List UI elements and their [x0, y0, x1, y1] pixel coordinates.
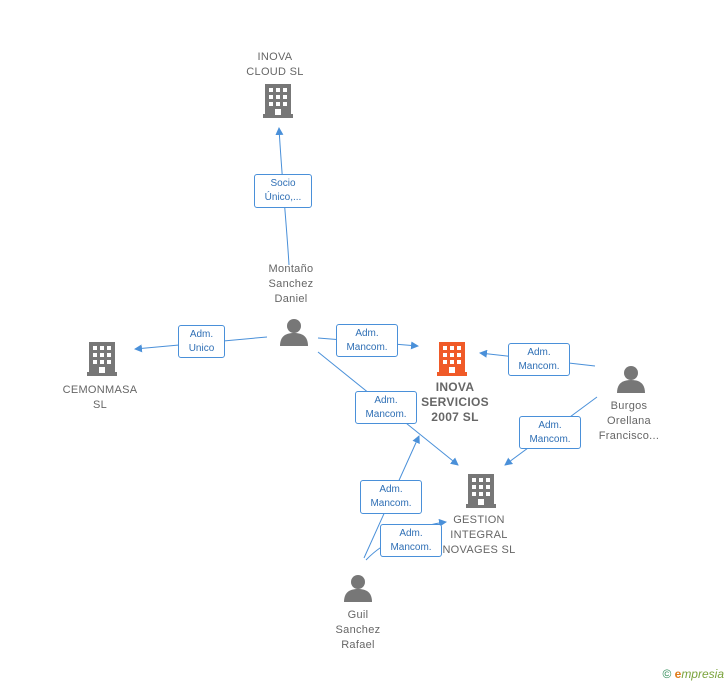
copyright-symbol: © — [662, 667, 672, 681]
edge-label-adm-unico[interactable]: Adm. Unico — [178, 325, 225, 358]
node-label-inova-cloud[interactable]: INOVA CLOUD SL — [246, 51, 304, 78]
empresia-logo[interactable]: © empresia — [662, 667, 724, 681]
focus-building-icon[interactable] — [437, 342, 467, 376]
edge-label-adm-mancom[interactable]: Adm. Mancom. — [360, 480, 422, 514]
edge-label-adm-mancom[interactable]: Adm. Mancom. — [380, 524, 442, 557]
building-icon[interactable] — [263, 84, 293, 118]
brand-name: mpresia — [681, 667, 724, 681]
node-label-gestion[interactable]: GESTION INTEGRAL NOVAGES SL — [442, 514, 516, 556]
node-label-burgos[interactable]: Burgos Orellana Francisco... — [598, 400, 660, 442]
building-icon[interactable] — [466, 474, 496, 508]
node-label-cemonmasa[interactable]: CEMONMASA SL — [62, 384, 138, 411]
brand-initial: e — [674, 667, 682, 681]
person-icon[interactable] — [344, 575, 372, 602]
edge-label-adm-mancom[interactable]: Adm. Mancom. — [508, 343, 570, 376]
node-label-guil[interactable]: Guil Sanchez Rafael — [335, 609, 381, 651]
node-label-montano[interactable]: Montaño Sanchez Daniel — [268, 263, 314, 305]
edge-label-adm-mancom[interactable]: Adm. Mancom. — [519, 416, 581, 449]
edge-label-socio-unico[interactable]: Socio Único,... — [254, 174, 312, 208]
person-icon[interactable] — [280, 319, 308, 346]
node-label-inova-servicios[interactable]: INOVA SERVICIOS 2007 SL — [421, 380, 489, 424]
edge-label-adm-mancom[interactable]: Adm. Mancom. — [336, 324, 398, 357]
building-icon[interactable] — [87, 342, 117, 376]
person-icon[interactable] — [617, 366, 645, 393]
edge-label-adm-mancom[interactable]: Adm. Mancom. — [355, 391, 417, 424]
